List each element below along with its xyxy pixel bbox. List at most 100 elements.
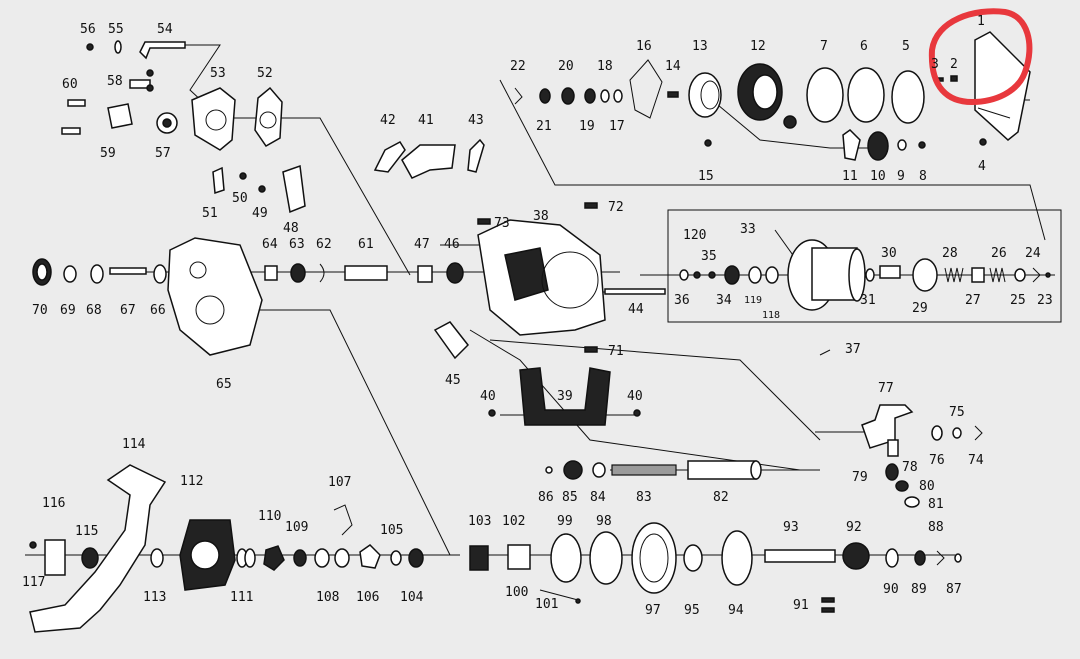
part-7	[806, 67, 844, 123]
label-54: 54	[157, 22, 173, 37]
label-90: 90	[883, 582, 899, 597]
part-5	[891, 70, 925, 124]
label-31: 31	[860, 293, 876, 308]
label-43: 43	[468, 113, 484, 128]
label-15: 15	[698, 169, 714, 184]
label-73: 73	[494, 216, 510, 231]
label-24: 24	[1025, 246, 1041, 261]
label-115: 115	[75, 524, 98, 539]
label-47: 47	[414, 237, 430, 252]
part-11	[842, 129, 861, 161]
part-119	[748, 266, 762, 284]
part-69	[63, 265, 77, 283]
part-34	[724, 265, 740, 285]
label-88: 88	[928, 520, 944, 535]
label-5: 5	[902, 39, 910, 54]
part-97	[631, 522, 677, 594]
part-39	[519, 367, 611, 426]
label-55: 55	[108, 22, 124, 37]
part-110	[263, 545, 285, 571]
label-77: 77	[878, 381, 894, 396]
label-19: 19	[579, 119, 595, 134]
label-79: 79	[852, 470, 868, 485]
part-90	[885, 548, 899, 568]
label-107: 107	[328, 475, 351, 490]
part-102	[507, 544, 531, 570]
label-113: 113	[143, 590, 166, 605]
part-78	[887, 439, 899, 457]
part-49	[258, 185, 266, 193]
label-28: 28	[942, 246, 958, 261]
part-103	[469, 545, 489, 571]
label-25: 25	[1010, 293, 1026, 308]
label-49: 49	[252, 206, 268, 221]
highlight-circle	[928, 8, 1033, 106]
part-118	[765, 266, 779, 284]
label-52: 52	[257, 66, 273, 81]
label-23: 23	[1037, 293, 1053, 308]
label-60: 60	[62, 77, 78, 92]
part-18	[600, 89, 610, 103]
part-99	[550, 533, 582, 583]
part-117	[29, 541, 37, 549]
label-70: 70	[32, 303, 48, 318]
part-63	[290, 263, 306, 283]
part-21	[539, 88, 551, 104]
part-40	[488, 409, 496, 417]
label-16: 16	[636, 39, 652, 54]
part-88	[936, 550, 945, 566]
label-83: 83	[636, 490, 652, 505]
part-116	[44, 539, 66, 576]
label-109: 109	[285, 520, 308, 535]
label-82: 82	[713, 490, 729, 505]
label-111: 111	[230, 590, 253, 605]
label-87: 87	[946, 582, 962, 597]
part-104	[408, 548, 424, 568]
label-12: 12	[750, 39, 766, 54]
part-14	[667, 91, 679, 98]
label-35: 35	[701, 249, 717, 264]
part-53	[191, 87, 236, 151]
label-7: 7	[820, 39, 828, 54]
label-89: 89	[911, 582, 927, 597]
part-8	[918, 141, 926, 149]
part-33	[774, 229, 796, 259]
label-42: 42	[380, 113, 396, 128]
label-114: 114	[122, 437, 146, 452]
label-6: 6	[860, 39, 868, 54]
label-3: 3	[931, 57, 939, 72]
part-45	[433, 321, 469, 360]
label-64: 64	[262, 237, 278, 252]
label-2: 2	[950, 57, 958, 72]
label-57: 57	[155, 146, 171, 161]
part-42	[373, 141, 406, 173]
part-26	[989, 267, 1006, 283]
label-30: 30	[881, 246, 897, 261]
part-6	[847, 67, 885, 123]
label-41: 41	[418, 113, 434, 128]
label-34: 34	[716, 293, 732, 308]
part-120	[693, 271, 701, 279]
label-14: 14	[665, 59, 681, 74]
part-46	[446, 262, 464, 284]
part-24	[1032, 267, 1041, 283]
part-17	[613, 89, 623, 103]
label-48: 48	[283, 221, 299, 236]
part-66	[153, 264, 167, 284]
part-79	[885, 463, 899, 481]
part-60	[61, 99, 86, 135]
label-53: 53	[210, 66, 226, 81]
part-55	[114, 40, 122, 54]
part-13	[688, 72, 722, 118]
part-30	[879, 265, 901, 279]
part-98	[589, 531, 623, 585]
parts	[29, 31, 1051, 633]
part-19	[584, 88, 596, 104]
label-46: 46	[444, 237, 460, 252]
label-18: 18	[597, 59, 613, 74]
part-22	[514, 87, 523, 105]
label-33: 33	[740, 222, 756, 237]
part-25	[1014, 268, 1026, 282]
label-27: 27	[965, 293, 981, 308]
part-2	[950, 75, 958, 82]
